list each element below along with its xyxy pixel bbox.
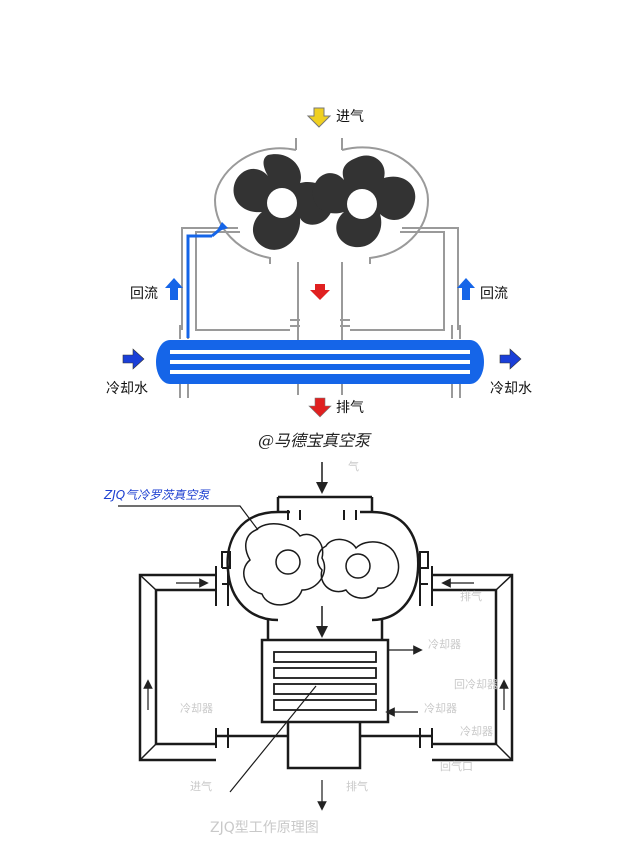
- inlet-label: 进气: [336, 109, 364, 125]
- inlet-arrow-icon: [306, 107, 332, 128]
- top-diagram: 进气: [106, 107, 532, 450]
- svg-text:进气: 进气: [190, 779, 212, 793]
- svg-text:排气: 排气: [346, 779, 368, 793]
- ghost-labels: 气 冷却器 回冷却器 冷却器 冷却器 进气 回气口 排气 冷却器 排气 ZJQ型…: [180, 459, 498, 836]
- backflow-left-arrow-icon: [165, 278, 183, 300]
- callout-label: ZJQ气冷罗茨真空泵: [103, 488, 211, 502]
- backflow-right-arrow-icon: [457, 278, 475, 300]
- svg-text:冷却器: 冷却器: [180, 702, 213, 715]
- cooling-water-left-label: 冷却水: [106, 381, 148, 397]
- svg-text:回气口: 回气口: [440, 759, 473, 773]
- backflow-line: [186, 224, 225, 338]
- backflow-arrow-icon: [216, 222, 228, 232]
- svg-text:ZJQ型工作原理图: ZJQ型工作原理图: [210, 820, 319, 836]
- svg-text:回冷却器: 回冷却器: [454, 678, 498, 691]
- cooling-in-arrow-icon: [122, 348, 145, 370]
- svg-text:冷却器: 冷却器: [424, 702, 457, 715]
- cooling-water-right-label: 冷却水: [490, 381, 532, 397]
- svg-text:冷却器: 冷却器: [428, 638, 461, 651]
- svg-text:排气: 排气: [460, 589, 482, 603]
- bottom-diagram: [118, 462, 514, 811]
- cooler: [156, 340, 484, 384]
- rotor-left: [233, 154, 334, 250]
- exhaust-arrow-icon: [308, 397, 332, 418]
- exhaust-label: 排气: [336, 400, 364, 416]
- cooling-out-arrow-icon: [499, 348, 522, 370]
- backflow-right-label: 回流: [480, 286, 508, 302]
- center-arrow-icon: [310, 284, 330, 300]
- rotor-right: [312, 155, 416, 248]
- watermark-text: @马德宝真空泵: [258, 431, 372, 450]
- backflow-left-label: 回流: [130, 286, 158, 302]
- svg-text:冷却器: 冷却器: [460, 725, 493, 738]
- svg-text:气: 气: [348, 459, 359, 473]
